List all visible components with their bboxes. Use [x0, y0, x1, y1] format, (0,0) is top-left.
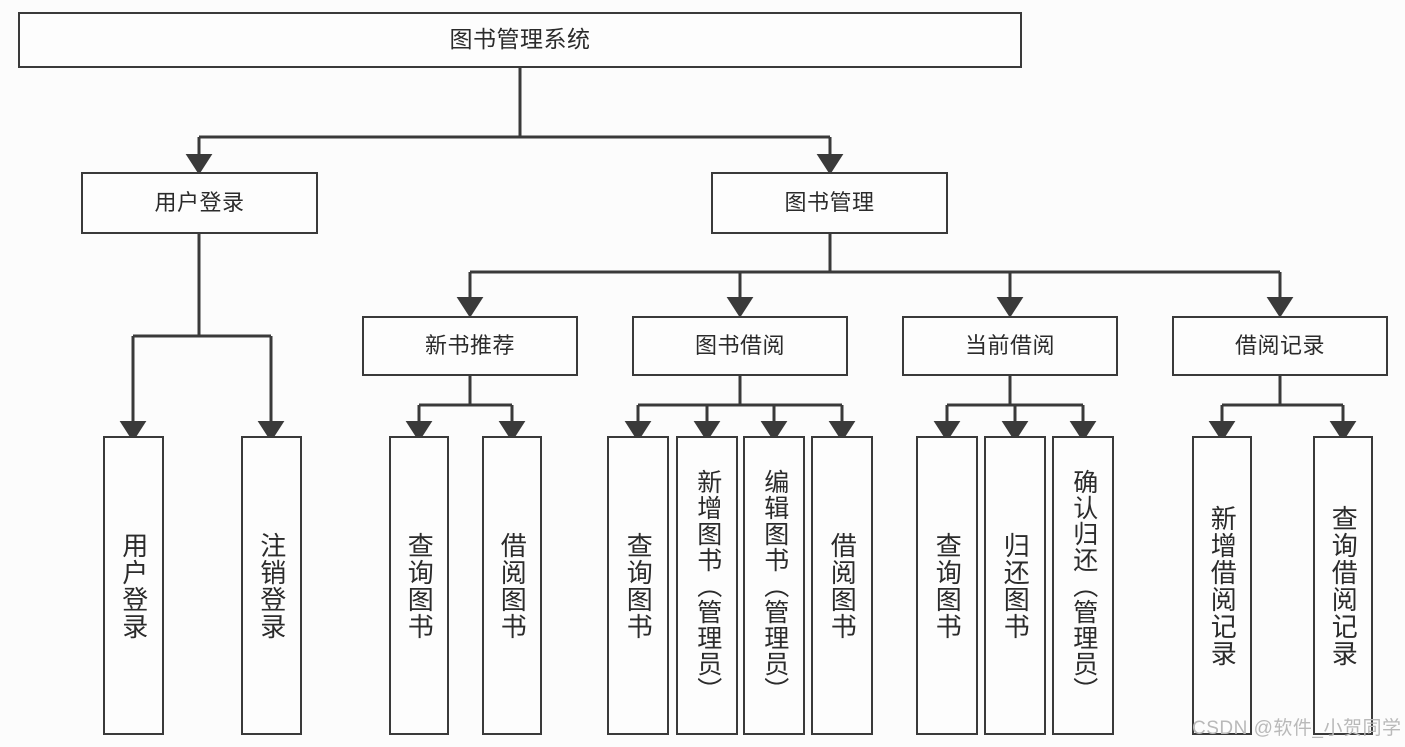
leaf-book-borrow-borrow[interactable]: 借阅图书	[811, 436, 873, 735]
node-label: 查询借阅记录	[1328, 504, 1359, 667]
node-label: 确认归还（管理员）	[1069, 468, 1098, 703]
node-label: 当前借阅	[964, 333, 1055, 359]
leaf-current-borrow-confirm-admin[interactable]: 确认归还（管理员）	[1052, 436, 1114, 735]
leaf-current-borrow-return[interactable]: 归还图书	[984, 436, 1046, 735]
node-label: 注销登录	[256, 531, 287, 640]
node-label: 查询图书	[623, 531, 654, 640]
leaf-new-book-query[interactable]: 查询图书	[389, 436, 449, 735]
node-label: 图书借阅	[694, 333, 785, 359]
csdn-watermark: CSDN @软件_小贺同学	[1192, 718, 1402, 739]
node-label: 查询图书	[932, 531, 963, 640]
node-label: 编辑图书（管理员）	[760, 468, 789, 703]
node-current-borrow[interactable]: 当前借阅	[902, 316, 1118, 376]
node-label: 借阅记录	[1234, 333, 1325, 359]
node-label: 图书管理系统	[449, 26, 591, 53]
leaf-book-borrow-query[interactable]: 查询图书	[607, 436, 669, 735]
node-label: 借阅图书	[827, 531, 858, 640]
node-label: 新增借阅记录	[1207, 504, 1238, 667]
node-label: 用户登录	[154, 190, 245, 216]
leaf-borrow-record-add[interactable]: 新增借阅记录	[1192, 436, 1252, 735]
node-new-book-recommend[interactable]: 新书推荐	[362, 316, 578, 376]
leaf-user-login-login[interactable]: 用户登录	[103, 436, 164, 735]
node-label: 图书管理	[784, 190, 875, 216]
node-label: 借阅图书	[497, 531, 528, 640]
node-book-borrow[interactable]: 图书借阅	[632, 316, 848, 376]
leaf-user-login-logout[interactable]: 注销登录	[241, 436, 302, 735]
node-book-management[interactable]: 图书管理	[711, 172, 948, 234]
leaf-current-borrow-query[interactable]: 查询图书	[916, 436, 978, 735]
leaf-new-book-borrow[interactable]: 借阅图书	[482, 436, 542, 735]
node-label: 新增图书（管理员）	[693, 468, 722, 703]
node-label: 归还图书	[1000, 531, 1031, 640]
leaf-book-borrow-edit-admin[interactable]: 编辑图书（管理员）	[743, 436, 805, 735]
node-user-login[interactable]: 用户登录	[81, 172, 318, 234]
node-borrow-record[interactable]: 借阅记录	[1172, 316, 1388, 376]
node-label: 新书推荐	[424, 333, 515, 359]
leaf-book-borrow-add-admin[interactable]: 新增图书（管理员）	[676, 436, 738, 735]
node-label: 查询图书	[404, 531, 435, 640]
node-label: 用户登录	[118, 531, 149, 640]
node-root-book-management-system[interactable]: 图书管理系统	[18, 12, 1022, 68]
leaf-borrow-record-query[interactable]: 查询借阅记录	[1313, 436, 1373, 735]
